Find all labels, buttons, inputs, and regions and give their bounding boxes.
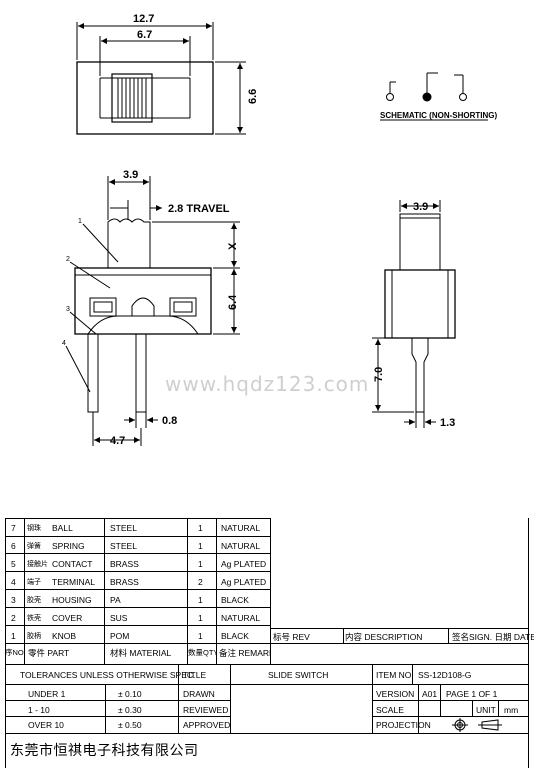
- bom-row-part-cn: 端子: [27, 578, 41, 586]
- bom-row-no: 4: [11, 577, 16, 587]
- tolerance-value-2: ± 0.30: [118, 705, 142, 715]
- company-name: 东莞市恒祺电子科技有限公司: [10, 743, 199, 759]
- bom-row-part-cn: 弹簧: [27, 542, 41, 550]
- drawn-label: DRAWN: [183, 689, 215, 699]
- callout-3: 3: [66, 306, 70, 313]
- schematic-label: SCHEMATIC (NON-SHORTING): [380, 111, 498, 120]
- bom-row-part: SPRING: [52, 541, 85, 551]
- schematic-diagram: [380, 72, 488, 121]
- bom-row-part: COVER: [52, 613, 83, 623]
- dim-body-height: 6.4: [227, 294, 239, 310]
- bom-row-part: TERMINAL: [52, 577, 95, 587]
- rev-header: 标号 REV: [273, 632, 310, 642]
- bom-header-part: 零件 PART: [28, 648, 70, 658]
- bom-row-remark: NATURAL: [221, 523, 261, 533]
- bom-row-part-cn: 接触片: [27, 560, 48, 568]
- bom-row-remark: Ag PLATED: [221, 559, 267, 569]
- tolerance-range-1: UNDER 1: [28, 689, 66, 699]
- bom-header-no: 序NO.: [5, 648, 24, 657]
- bom-row-part-cn: 钢珠: [27, 524, 41, 532]
- bom-row-qty: 1: [198, 559, 203, 569]
- callout-4: 4: [62, 340, 66, 347]
- bom-row-part: HOUSING: [52, 595, 92, 605]
- dim-inner-width: 6.7: [137, 29, 152, 41]
- watermark: www.hqdz123.com: [165, 372, 370, 396]
- bom-row-no: 3: [11, 595, 16, 605]
- dim-pin-diameter: 0.8: [162, 415, 177, 427]
- version-value: A01: [422, 689, 438, 699]
- callout-2: 2: [66, 256, 70, 263]
- bom-row-material: POM: [110, 631, 130, 641]
- bom-row-qty: 1: [198, 595, 203, 605]
- bom-row-remark: NATURAL: [221, 541, 261, 551]
- bom-row-no: 2: [11, 613, 16, 623]
- top-view: [76, 22, 246, 135]
- engineering-drawing: 12.7 6.7 6.6 SCHEMATIC (NON-SHORTING) 3.…: [62, 13, 498, 447]
- title-label: TITLE: [183, 670, 207, 680]
- bom-row-part: CONTACT: [52, 559, 93, 569]
- bom-row-qty: 1: [198, 631, 203, 641]
- bom-row-material: BRASS: [110, 559, 139, 569]
- item-no-label: ITEM NO: [376, 670, 412, 680]
- tolerance-value-3: ± 0.50: [118, 720, 142, 730]
- tolerance-value-1: ± 0.10: [118, 689, 142, 699]
- bom-row-remark: BLACK: [221, 631, 249, 641]
- bom-row-material: BRASS: [110, 577, 139, 587]
- bom-row-part-cn: 胶柄: [27, 632, 41, 640]
- bom-row-qty: 1: [198, 523, 203, 533]
- bom-row-material: STEEL: [110, 523, 137, 533]
- bom-row-remark: NATURAL: [221, 613, 261, 623]
- dim-top-height: 6.6: [247, 89, 259, 104]
- dim-travel: 2.8 TRAVEL: [168, 203, 230, 215]
- dim-overall-width: 12.7: [133, 13, 154, 25]
- dim-x: X: [227, 242, 239, 250]
- unit-label: UNIT: [476, 705, 496, 715]
- bom-header-remarks: 备注 REMARKS: [219, 648, 270, 658]
- bom-row-remark: BLACK: [221, 595, 249, 605]
- tolerance-range-2: 1 - 10: [28, 705, 50, 715]
- bom-row-part: BALL: [52, 523, 73, 533]
- dim-front-knob: 3.9: [123, 169, 138, 181]
- tolerance-range-3: OVER 10: [28, 720, 64, 730]
- bom-row-qty: 1: [198, 541, 203, 551]
- side-view: [372, 200, 456, 428]
- scale-label: SCALE: [376, 705, 404, 715]
- projection-symbol-icon: [452, 718, 502, 732]
- bom-row-no: 5: [11, 559, 16, 569]
- bom-row-material: STEEL: [110, 541, 137, 551]
- bom-row-remark: Ag PLATED: [221, 577, 267, 587]
- dim-pin-length: 7.0: [373, 367, 385, 382]
- dim-pin-spacing: 4.7: [110, 435, 125, 447]
- page-value: PAGE 1 OF 1: [446, 689, 498, 699]
- reviewed-label: REVIEWED: [183, 705, 229, 715]
- bom-row-material: PA: [110, 595, 121, 605]
- bom-row-qty: 2: [198, 577, 203, 587]
- title-value: SLIDE SWITCH: [268, 670, 329, 680]
- bom-header-qty: 数量QTY: [188, 648, 216, 657]
- tolerance-title: TOLERANCES UNLESS OTHERWISE SPEC.: [20, 670, 196, 680]
- item-no-value: SS-12D108-G: [418, 670, 472, 680]
- bom-row-no: 6: [11, 541, 16, 551]
- dim-pin-width: 1.3: [440, 417, 455, 429]
- bom-header-material: 材料 MATERIAL: [110, 648, 172, 658]
- projection-label: PROJECTION: [376, 720, 431, 730]
- bom-row-part-cn: 铁壳: [27, 614, 41, 622]
- bom-row-material: SUS: [110, 613, 128, 623]
- bom-row-no: 1: [11, 631, 16, 641]
- sign-date-header: 签名SIGN. 日期 DATE: [452, 632, 534, 642]
- callout-1: 1: [78, 218, 82, 225]
- bom-row-part: KNOB: [52, 631, 77, 641]
- front-view: [65, 176, 240, 446]
- bom-row-no: 7: [11, 523, 16, 533]
- approved-label: APPROVED: [183, 720, 231, 730]
- bom-row-part-cn: 胶壳: [27, 596, 41, 604]
- description-header: 内容 DESCRIPTION: [345, 632, 423, 642]
- unit-value: mm: [504, 705, 519, 715]
- dim-side-knob: 3.9: [413, 201, 428, 213]
- version-label: VERSION: [376, 689, 415, 699]
- bom-row-qty: 1: [198, 613, 203, 623]
